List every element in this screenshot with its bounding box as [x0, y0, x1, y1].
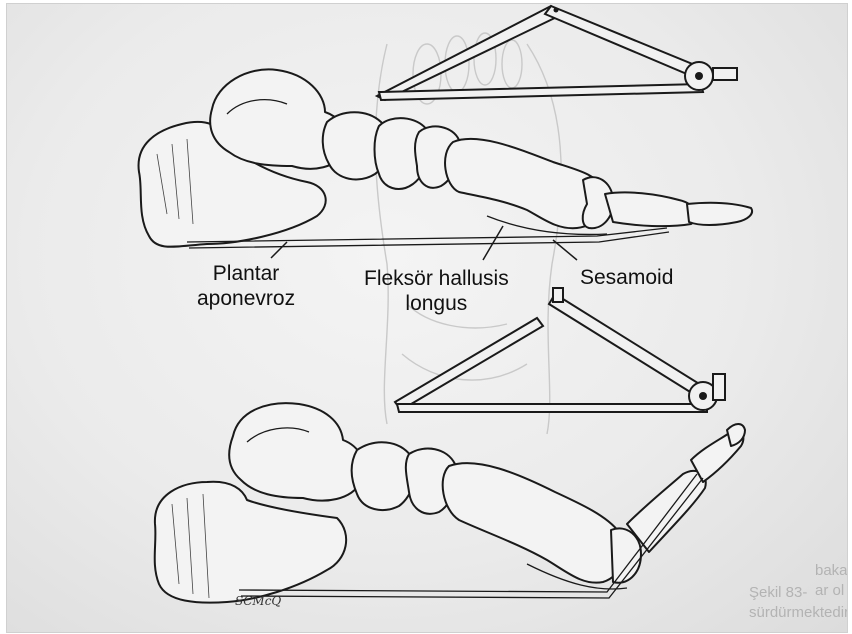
label-plantar-line1: Plantar: [197, 261, 295, 286]
bleed-through-text-1: Şekil 83-: [749, 584, 807, 601]
label-flexor-hallucis-longus: Fleksör hallusis longus: [364, 266, 509, 316]
artist-signature: SCMcQ: [235, 594, 281, 608]
label-flexor-line2: longus: [364, 291, 509, 316]
bleed-through-text-4: ar ol: [815, 582, 844, 599]
top-apparatus: [377, 6, 737, 100]
label-plantar-aponeurosis: Plantar aponevroz: [197, 261, 295, 311]
bottom-foot-bones: [155, 403, 745, 602]
label-flexor-line1: Fleksör hallusis: [364, 266, 509, 291]
bleed-through-text-2: sürdürmektedir. Birinci: [749, 604, 848, 621]
label-sesamoid: Sesamoid: [580, 265, 673, 290]
bleed-through-text-3: baka: [815, 562, 848, 579]
label-plantar-line2: aponevroz: [197, 286, 295, 311]
photo-frame: Plantar aponevroz Fleksör hallusis longu…: [6, 3, 848, 633]
foot-diagram: [7, 4, 847, 632]
